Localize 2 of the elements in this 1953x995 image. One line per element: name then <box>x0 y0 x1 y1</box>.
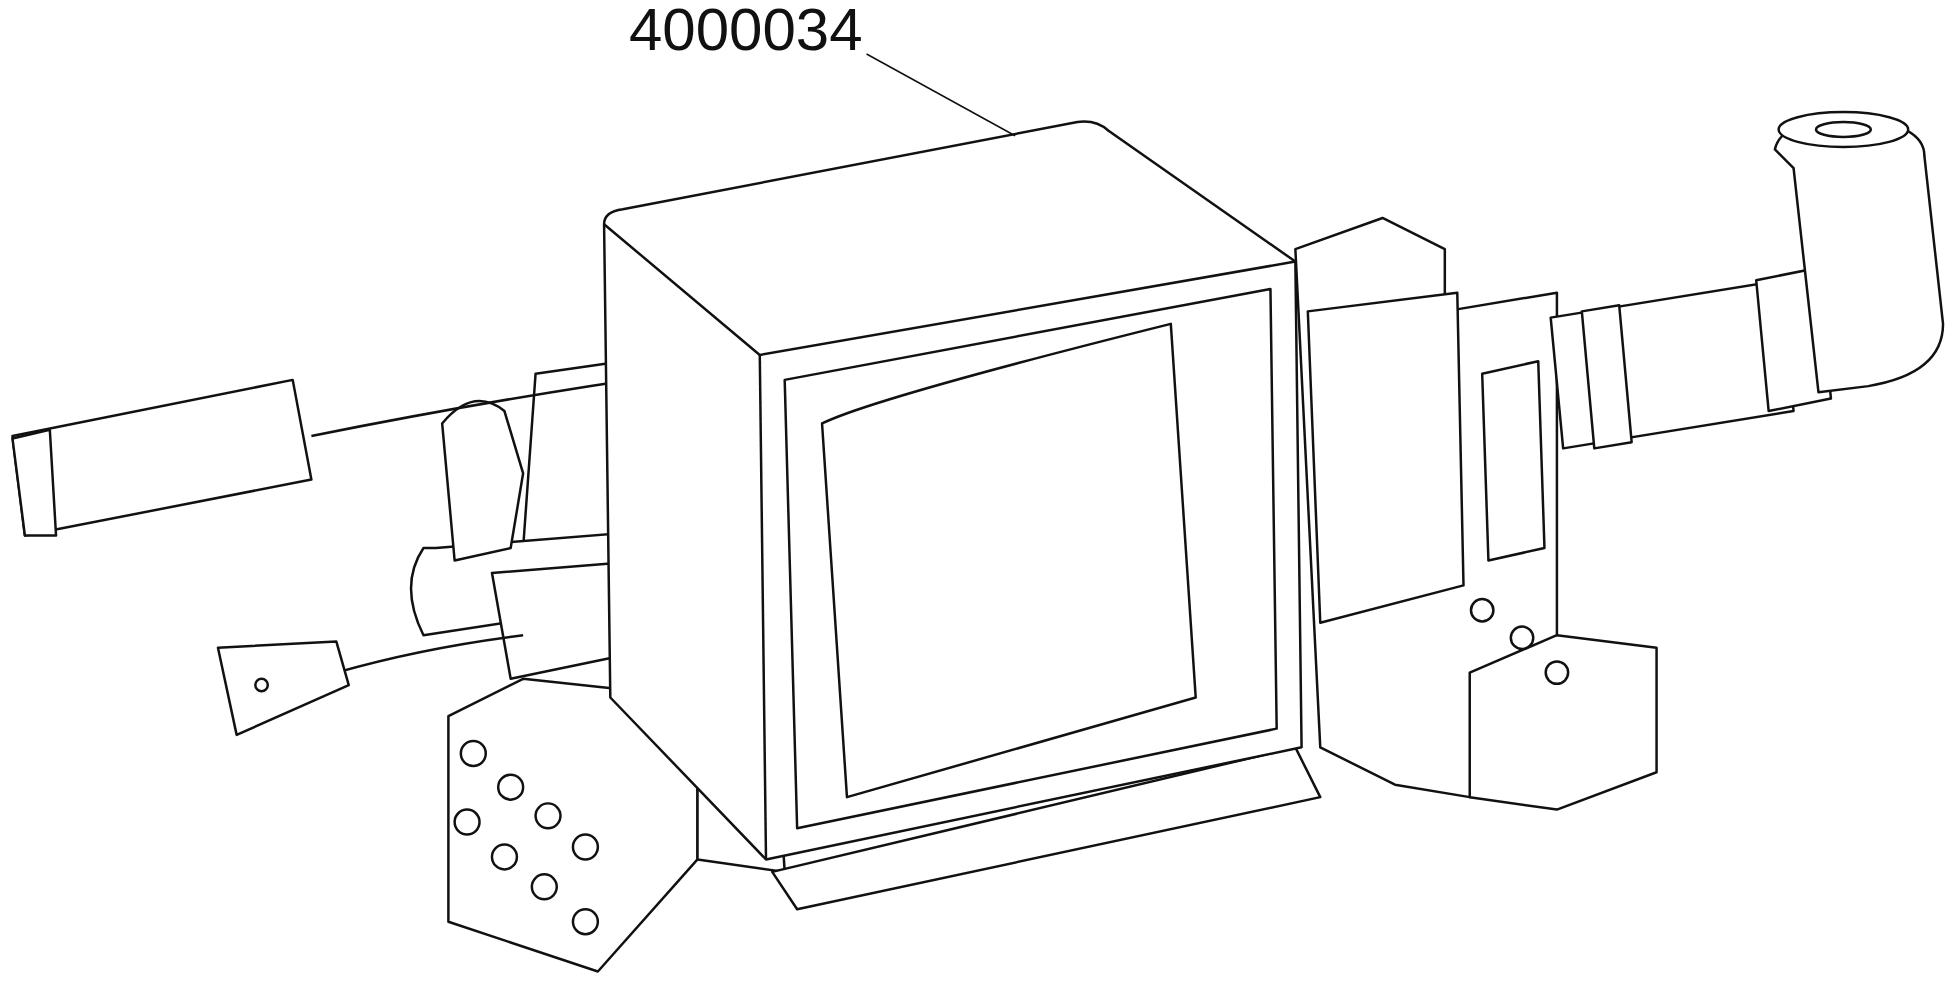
leader-line <box>865 53 1016 137</box>
part-number: 4000034 <box>629 0 863 60</box>
